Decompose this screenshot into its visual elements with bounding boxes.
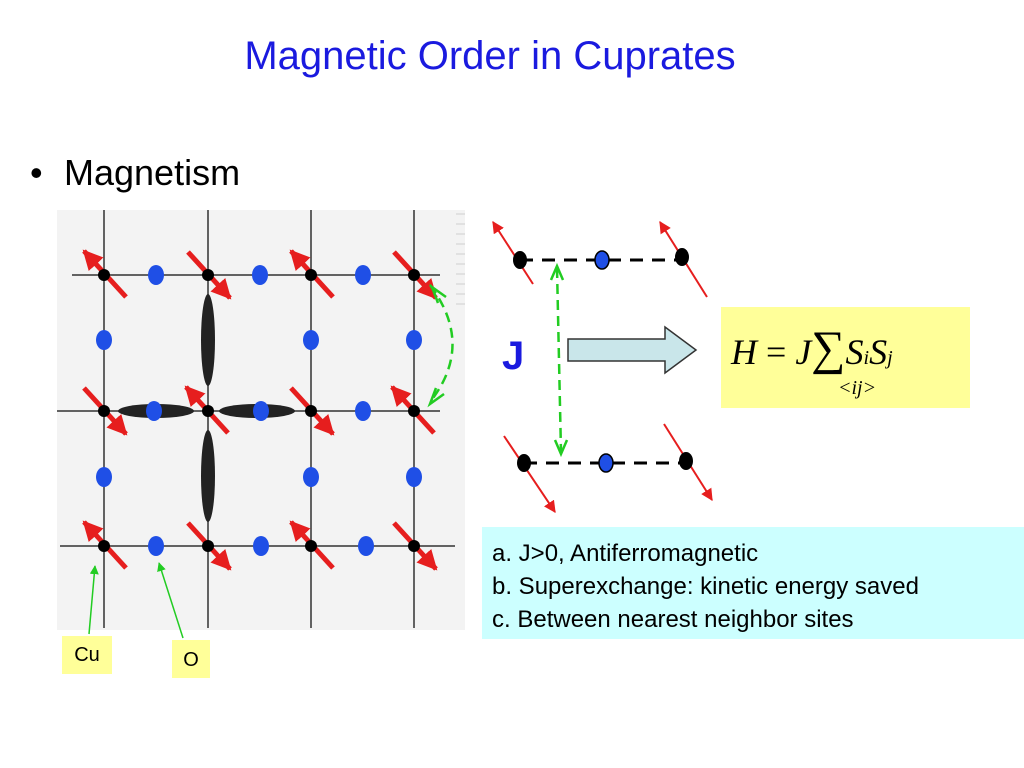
orbital-lobes <box>118 294 295 522</box>
lattice-exchange-arrow <box>428 284 454 403</box>
j-exchange-arrow <box>555 267 563 453</box>
ham-s-i: S <box>845 332 864 372</box>
ham-sub-i: i <box>863 347 870 369</box>
bullet-marker: • <box>30 152 43 193</box>
hamiltonian-equation: H = J∑SiSj <box>731 321 893 376</box>
j-label: J <box>502 334 525 378</box>
bullet-item: • Magnetism <box>30 152 240 194</box>
flow-arrow <box>567 325 698 375</box>
cu-pointer <box>88 565 99 635</box>
ham-sub-j: j <box>887 347 893 369</box>
note-c: c. Between nearest neighbor sites <box>492 606 854 633</box>
copper-sites <box>98 269 420 552</box>
note-a: a. J>0, Antiferromagnetic <box>492 540 759 567</box>
ham-coupling: J <box>795 332 812 372</box>
ham-equals: = <box>766 332 787 372</box>
top-spin-pair <box>492 220 708 298</box>
cu-label: Cu <box>62 636 112 674</box>
sum-index: <ij> <box>838 377 877 399</box>
slide-title: Magnetic Order in Cuprates <box>244 34 736 78</box>
bottom-spin-pair <box>503 423 713 513</box>
oxygen-sites <box>96 265 422 556</box>
sum-symbol: ∑ <box>811 322 846 375</box>
o-pointer <box>157 562 184 639</box>
ham-lhs: H <box>731 332 757 372</box>
note-b: b. Superexchange: kinetic energy saved <box>492 573 919 600</box>
ham-s-j: S <box>869 332 888 372</box>
notes-box: a. J>0, Antiferromagnetic b. Superexchan… <box>482 527 1024 639</box>
panel-edge-texture <box>456 213 465 305</box>
hamiltonian-box: H = J∑SiSj <ij> <box>721 307 970 408</box>
bullet-text: Magnetism <box>64 152 241 193</box>
o-label: O <box>172 640 210 678</box>
